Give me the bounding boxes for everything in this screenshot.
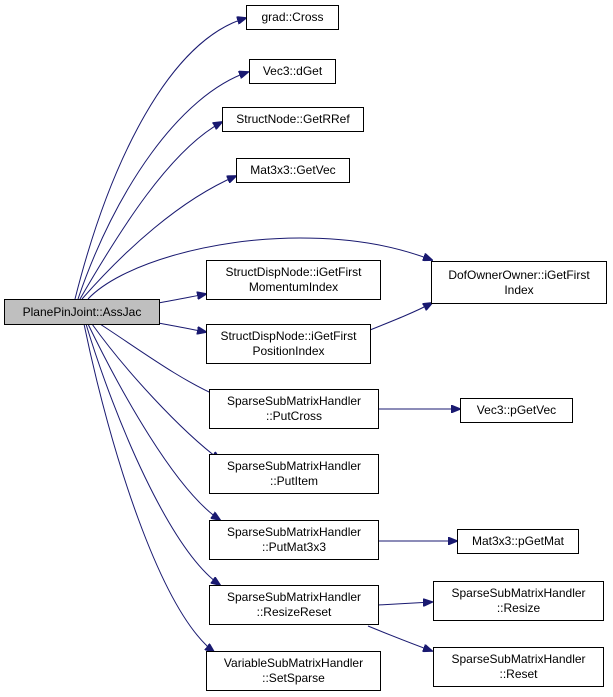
- edge-root-dget: [77, 72, 248, 300]
- node-label-line-1: SparseSubMatrixHandler: [226, 525, 362, 539]
- edge-root-resizereset: [85, 323, 220, 585]
- node-label-line-2: MomentumIndex: [248, 280, 339, 294]
- node-label-line-2: PositionIndex: [252, 344, 325, 358]
- node-label-line-1: PlanePinJoint::AssJac: [22, 304, 142, 319]
- node-label-line-1: StructDispNode::iGetFirst: [220, 329, 357, 343]
- node-label-line-2: ::Resize: [496, 601, 541, 615]
- node-label-line-1: SparseSubMatrixHandler: [451, 586, 586, 600]
- node-sparsesubmatrixhandler-putitem[interactable]: SparseSubMatrixHandler ::PutItem: [209, 454, 379, 494]
- node-label-line-2: Index: [504, 282, 534, 297]
- edge-root-getrref: [79, 122, 222, 300]
- node-vec3-pgetvec[interactable]: Vec3::pGetVec: [460, 398, 573, 423]
- edge-root-momentum: [157, 294, 206, 304]
- node-label-line-2: ::SetSparse: [262, 671, 325, 685]
- node-sparsesubmatrixhandler-putmat3x3[interactable]: SparseSubMatrixHandler ::PutMat3x3: [209, 520, 379, 560]
- edge-root-dofowner: [87, 237, 432, 300]
- edge-root-position: [157, 322, 206, 332]
- node-dofownerowner-igetfirstindex[interactable]: DofOwnerOwner::iGetFirst Index: [431, 261, 607, 304]
- edge-root-setsparse: [83, 323, 214, 652]
- node-label-line-1: Vec3::dGet: [262, 64, 323, 78]
- node-label-line-1: DofOwnerOwner::iGetFirst: [448, 267, 590, 282]
- node-structnode-getrref[interactable]: StructNode::GetRRef: [222, 107, 364, 132]
- node-planepinjoint-assjac[interactable]: PlanePinJoint::AssJac: [4, 299, 160, 325]
- node-label-line-1: SparseSubMatrixHandler: [226, 459, 362, 473]
- node-label-line-1: StructDispNode::iGetFirst: [225, 265, 362, 279]
- node-label-line-2: ::PutMat3x3: [261, 540, 327, 554]
- node-vec3-dget[interactable]: Vec3::dGet: [249, 59, 336, 84]
- node-label-line-1: SparseSubMatrixHandler: [226, 394, 362, 408]
- node-label-line-2: ::PutItem: [269, 474, 319, 488]
- edge-root-getvec: [81, 176, 236, 300]
- node-variablesubmatrixhandler-setsparse[interactable]: VariableSubMatrixHandler ::SetSparse: [206, 651, 381, 691]
- node-label-line-1: grad::Cross: [261, 10, 324, 24]
- node-sparsesubmatrixhandler-resizereset[interactable]: SparseSubMatrixHandler ::ResizeReset: [209, 585, 379, 625]
- node-label-line-1: SparseSubMatrixHandler: [451, 652, 586, 666]
- node-label-line-1: VariableSubMatrixHandler: [223, 656, 364, 670]
- node-sparsesubmatrixhandler-putcross[interactable]: SparseSubMatrixHandler ::PutCross: [209, 389, 379, 429]
- node-sparsesubmatrixhandler-reset[interactable]: SparseSubMatrixHandler ::Reset: [433, 647, 604, 687]
- node-label-line-2: ::ResizeReset: [256, 605, 332, 619]
- edge-resizereset-reset: [367, 625, 432, 651]
- edge-root-putcross: [99, 323, 220, 397]
- node-label-line-1: Mat3x3::GetVec: [250, 163, 336, 177]
- node-mat3x3-pgetmat[interactable]: Mat3x3::pGetMat: [457, 529, 579, 554]
- edge-root-cross: [74, 18, 246, 300]
- edge-position-dofowner: [369, 303, 432, 331]
- node-label-line-1: StructNode::GetRRef: [236, 112, 350, 126]
- node-structdispnode-igetfirstpositionindex[interactable]: StructDispNode::iGetFirst PositionIndex: [206, 324, 371, 364]
- node-label-line-1: SparseSubMatrixHandler: [226, 590, 362, 604]
- node-sparsesubmatrixhandler-resize[interactable]: SparseSubMatrixHandler ::Resize: [433, 581, 604, 621]
- node-mat3x3-getvec[interactable]: Mat3x3::GetVec: [236, 158, 350, 183]
- node-label-line-2: ::Reset: [499, 667, 538, 681]
- node-label-line-2: ::PutCross: [265, 409, 322, 423]
- node-label-line-1: Mat3x3::pGetMat: [471, 534, 565, 548]
- edge-root-putmat3x3: [87, 323, 220, 520]
- node-structdispnode-igetfirstmomentumindex[interactable]: StructDispNode::iGetFirst MomentumIndex: [206, 260, 381, 300]
- node-label-line-1: Vec3::pGetVec: [476, 403, 557, 417]
- node-grad-cross[interactable]: grad::Cross: [246, 5, 339, 30]
- edge-resizereset-resize: [377, 602, 432, 605]
- edge-root-putitem: [91, 323, 220, 460]
